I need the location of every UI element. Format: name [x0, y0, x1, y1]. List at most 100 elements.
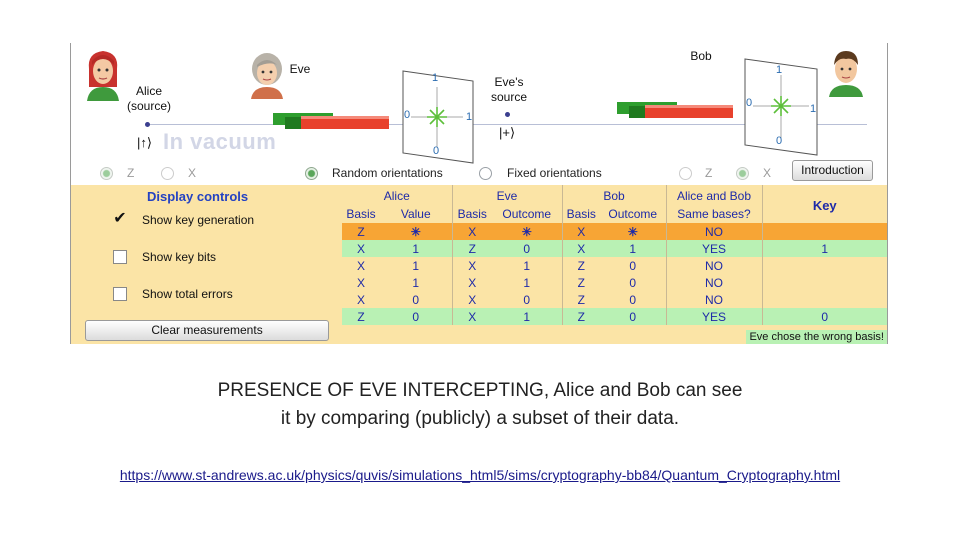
- source-link[interactable]: https://www.st-andrews.ac.uk/physics/quv…: [119, 467, 841, 483]
- detection-flash-icon: ✳: [492, 223, 562, 240]
- random-orientations-label: Random orientations: [332, 166, 443, 180]
- alice-z-label: Z: [127, 166, 135, 180]
- table-cell: 0: [492, 291, 562, 308]
- eve-detector-right: 1: [466, 111, 473, 123]
- table-cell: X: [561, 240, 600, 257]
- table-cell: 1: [380, 257, 452, 274]
- bob-detector-left: 0: [746, 97, 753, 109]
- table-cell: Z: [342, 308, 380, 325]
- table-cell: Z: [342, 223, 380, 240]
- table-cell: Z: [561, 291, 600, 308]
- eve-group-header: Eve: [451, 185, 562, 204]
- bob-group-header: Bob: [561, 185, 666, 204]
- alice-group-header: Alice: [383, 188, 410, 203]
- table-row: Z✳X✳X✳NO: [342, 223, 887, 240]
- table-cell: 1: [380, 274, 452, 291]
- eve-detector-top: 1: [432, 72, 439, 84]
- table-cell: YES: [665, 240, 762, 257]
- medium-label: In vacuum: [163, 129, 277, 154]
- show-total-errors-checkbox[interactable]: [113, 287, 127, 301]
- eve-wrong-basis-note: Eve chose the wrong basis!: [746, 330, 887, 344]
- eve-source-dot: [505, 112, 510, 117]
- alice-x-label: X: [188, 166, 197, 180]
- table-cell: X: [342, 257, 380, 274]
- show-key-bits-checkbox[interactable]: [113, 250, 127, 264]
- show-key-bits-label: Show key bits: [142, 250, 217, 264]
- caption-line-1: PRESENCE OF EVE INTERCEPTING, Alice and …: [217, 380, 743, 401]
- column-header: Basis: [451, 204, 492, 223]
- fixed-orientations-radio[interactable]: [479, 167, 492, 180]
- table-cell: 0: [380, 308, 452, 325]
- table-cell: X: [451, 257, 492, 274]
- table-cell: Z: [451, 240, 492, 257]
- alice-avatar: [87, 51, 119, 101]
- table-cell: [761, 257, 887, 274]
- table-cell: Z: [561, 274, 600, 291]
- bob-z-label: Z: [705, 166, 713, 180]
- bob-detector: [744, 58, 818, 156]
- alice-source-dot: [145, 122, 150, 127]
- bob-x-label: X: [763, 166, 772, 180]
- column-header: Outcome: [608, 206, 658, 221]
- table-cell: 0: [380, 291, 452, 308]
- column-header: Value: [400, 206, 431, 221]
- column-header: Basis: [561, 204, 600, 223]
- clear-measurements-button[interactable]: Clear measurements: [85, 320, 329, 341]
- photon-beam-alice: [273, 113, 389, 129]
- column-header: Outcome: [502, 206, 552, 221]
- detection-flash-icon: ✳: [600, 223, 666, 240]
- table-cell: 1: [492, 308, 562, 325]
- table-cell: X: [561, 223, 600, 240]
- table-cell: X: [342, 240, 380, 257]
- bob-x-radio[interactable]: [736, 167, 749, 180]
- bob-detector-bottom: 0: [776, 135, 783, 147]
- show-key-generation-checkbox[interactable]: ✔: [113, 210, 127, 227]
- show-total-errors-label: Show total errors: [142, 287, 233, 301]
- table-cell: 1: [600, 240, 666, 257]
- column-header: Same bases?: [665, 204, 762, 223]
- bob-z-radio[interactable]: [679, 167, 692, 180]
- alice-label: Alice: [135, 84, 162, 98]
- eve-detector-left: 0: [404, 109, 411, 121]
- table-cell: 0: [492, 240, 562, 257]
- alice-x-radio[interactable]: [161, 167, 174, 180]
- table-cell: 0: [600, 291, 666, 308]
- table-cell: YES: [665, 308, 762, 325]
- eve-detector-bottom: 0: [433, 145, 440, 157]
- table-cell: NO: [665, 291, 762, 308]
- table-cell: Z: [561, 308, 600, 325]
- table-cell: 0: [600, 308, 666, 325]
- table-cell: 0: [761, 308, 887, 325]
- display-controls-panel: Display controls ✔ Show key generation S…: [71, 185, 342, 344]
- table-cell: Z: [561, 257, 600, 274]
- table-cell: X: [451, 308, 492, 325]
- table-cell: X: [342, 274, 380, 291]
- random-orientations-radio[interactable]: [305, 167, 318, 180]
- introduction-button[interactable]: Introduction: [792, 160, 873, 181]
- slide-caption: PRESENCE OF EVE INTERCEPTING, Alice and …: [0, 377, 960, 433]
- alice-state-ket: |↑⟩: [137, 135, 152, 150]
- table-cell: X: [451, 291, 492, 308]
- bob-detector-top: 1: [776, 64, 783, 76]
- table-cell: [761, 223, 887, 240]
- table-cell: NO: [665, 223, 762, 240]
- table-cell: [761, 291, 887, 308]
- table-cell: 1: [380, 240, 452, 257]
- alice-source-label: (source): [126, 99, 171, 113]
- eve-detector: [402, 70, 474, 164]
- bob-detector-right: 1: [810, 103, 817, 115]
- table-cell: NO: [665, 274, 762, 291]
- table-cell: 1: [761, 240, 887, 257]
- detection-flash-icon: ✳: [380, 223, 452, 240]
- table-cell: X: [451, 223, 492, 240]
- alice-z-radio[interactable]: [100, 167, 113, 180]
- eve-avatar: [251, 53, 283, 99]
- table-cell: X: [451, 274, 492, 291]
- eve-source-label: Eve's: [494, 75, 524, 89]
- alice-bob-group-header: Alice and Bob: [665, 185, 762, 204]
- bob-avatar: [829, 51, 863, 97]
